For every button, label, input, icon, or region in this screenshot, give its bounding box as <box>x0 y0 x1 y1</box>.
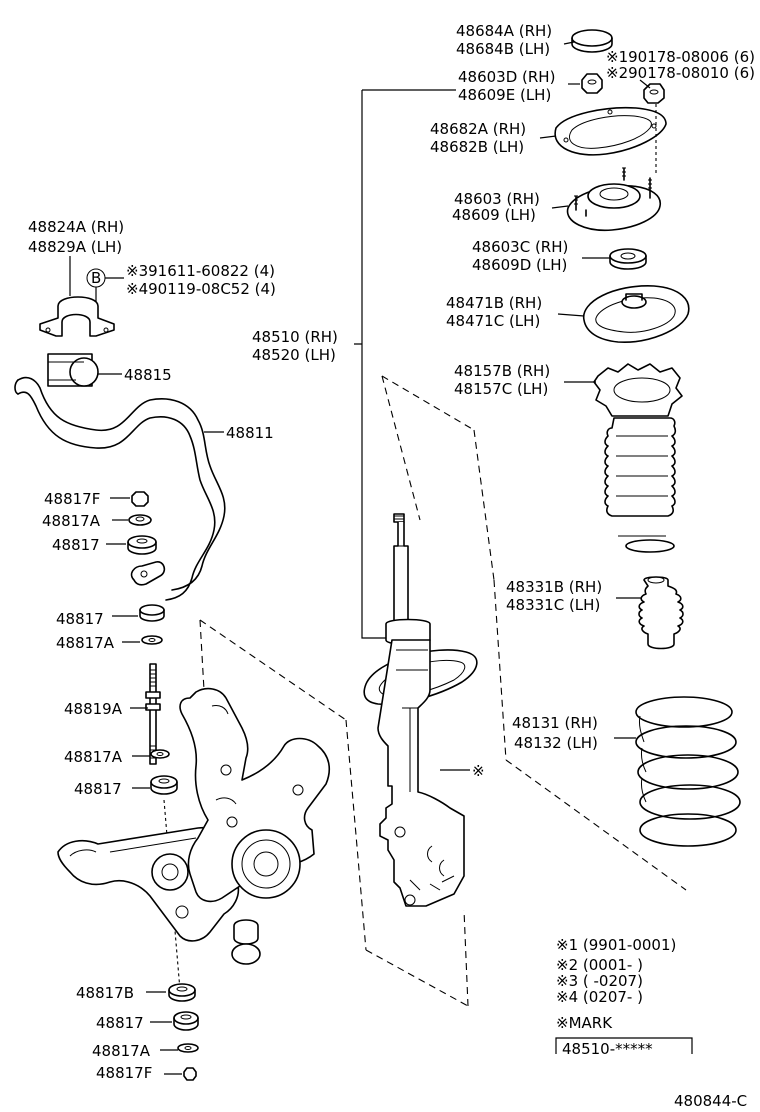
bumper-label-rh: 48331B (RH) <box>506 578 602 596</box>
dust-cap-label-lh: 48684B (LH) <box>456 40 550 58</box>
strut-nut-part[interactable] <box>581 73 603 94</box>
coil-spring-part[interactable] <box>635 696 741 847</box>
dust-cap-label-rh: 48684A (RH) <box>456 22 552 40</box>
bolt-note-1: ※391611-60822 (4) <box>126 262 275 280</box>
gasket-leader <box>539 135 557 139</box>
dust-cap-part[interactable] <box>571 29 613 53</box>
mount-label-rh: 48603 (RH) <box>454 190 540 208</box>
nut-note-1: ※190178-08006 (6) <box>606 48 755 66</box>
strut-label-lh: 48520 (LH) <box>252 346 336 364</box>
upper-link-cushion-part[interactable] <box>127 535 157 555</box>
spacer-label-lh: 48609D (LH) <box>472 256 567 274</box>
mount-leader <box>551 205 569 209</box>
gasket-label-lh: 48682B (LH) <box>430 138 524 156</box>
middle-cushion-label: 48817 <box>56 610 104 628</box>
upper-nut-label: 48817F <box>44 490 100 508</box>
lower-cushion-label: 48817 <box>74 780 122 798</box>
bumper-label-lh: 48331C (LH) <box>506 596 600 614</box>
lower-retainer-part[interactable] <box>168 983 196 1002</box>
link-lower-guide <box>163 799 181 991</box>
mark-box <box>555 1037 693 1054</box>
seat-leader <box>557 313 585 317</box>
note-1: ※1 (9901-0001) <box>556 936 676 954</box>
upper-link-washer-part[interactable] <box>128 514 152 526</box>
strut-assembly-guide <box>381 375 687 891</box>
shock-strut-part[interactable] <box>363 513 478 907</box>
strut-nut-label-lh: 48609E (LH) <box>458 86 551 104</box>
nut-note-leader <box>639 79 651 89</box>
lower-washer-label: 48817A <box>64 748 123 766</box>
boot-label-lh: 48157C (LH) <box>454 380 548 398</box>
strut-marker: ※ <box>472 762 485 780</box>
spring-spacer-part[interactable] <box>609 248 647 270</box>
nut-note-2: ※290178-08010 (6) <box>606 64 755 82</box>
b-marker: B <box>91 269 101 287</box>
link-bolt-label: 48819A <box>64 700 123 718</box>
link-upper-guide <box>199 619 347 721</box>
bottom-washer-part[interactable] <box>177 1043 199 1053</box>
strut-mount-part[interactable] <box>566 167 661 232</box>
spring-label-lh: 48132 (LH) <box>514 734 598 752</box>
strut-side-guide <box>345 719 367 951</box>
bushing-label: 48815 <box>124 366 172 384</box>
seat-label-lh: 48471C (LH) <box>446 312 540 330</box>
bracket-label-lh: 48829A (LH) <box>28 238 122 256</box>
bottom-washer-label: 48817A <box>92 1042 151 1060</box>
seat-label-rh: 48471B (RH) <box>446 294 542 312</box>
bump-stopper-part[interactable] <box>638 576 684 650</box>
spring-seat-part[interactable] <box>583 285 690 343</box>
mark-title: ※MARK <box>556 1014 613 1032</box>
stabilizer-bracket-part[interactable] <box>39 296 115 337</box>
bolt-note-2: ※490119-08C52 (4) <box>126 280 276 298</box>
mount-gasket-part[interactable] <box>554 106 667 156</box>
gasket-label-rh: 48682A (RH) <box>430 120 526 138</box>
retainer-label: 48817B <box>76 984 134 1002</box>
spring-label-rh: 48131 (RH) <box>512 714 598 732</box>
spacer-label-rh: 48603C (RH) <box>472 238 568 256</box>
dust-boot-part[interactable] <box>593 363 683 553</box>
middle-link-washer-part[interactable] <box>141 635 163 645</box>
bottom-cushion-part[interactable] <box>173 1011 199 1031</box>
boot-label-rh: 48157B (RH) <box>454 362 550 380</box>
stabilizer-bar-label: 48811 <box>226 424 274 442</box>
lower-link-washer-part[interactable] <box>150 749 170 759</box>
stabilizer-bar-part[interactable] <box>14 376 226 601</box>
stabilizer-bushing-part[interactable] <box>47 353 99 387</box>
upper-link-nut-part[interactable] <box>131 491 149 507</box>
mark-value: 48510-***** <box>562 1040 653 1058</box>
middle-washer-label: 48817A <box>56 634 115 652</box>
link-bolt-part[interactable] <box>145 663 161 765</box>
bottom-cushion-label: 48817 <box>96 1014 144 1032</box>
lower-link-cushion-part[interactable] <box>150 775 178 795</box>
bracket-label-rh: 48824A (RH) <box>28 218 124 236</box>
note-3: ※3 ( -0207) <box>556 972 643 990</box>
strut-nut-label-rh: 48603D (RH) <box>458 68 555 86</box>
strut-lower-guide <box>365 375 469 1007</box>
note-4: ※4 (0207- ) <box>556 988 643 1006</box>
note-2: ※2 (0001- ) <box>556 956 643 974</box>
middle-link-cushion-part[interactable] <box>139 604 165 622</box>
dust-cap-leader <box>563 41 575 45</box>
strut-label-rh: 48510 (RH) <box>252 328 338 346</box>
upper-washer-label: 48817A <box>42 512 101 530</box>
diagram-code: 480844-C <box>674 1092 747 1110</box>
steering-knuckle-part[interactable] <box>179 687 331 965</box>
strut-bracket-line <box>354 89 456 639</box>
flange-nut-part-right[interactable] <box>643 83 665 104</box>
upper-cushion-label: 48817 <box>52 536 100 554</box>
mount-label-lh: 48609 (LH) <box>452 206 536 224</box>
link-side-guide <box>199 619 205 691</box>
bottom-nut-label: 48817F <box>96 1064 152 1082</box>
bottom-nut-part[interactable] <box>183 1067 197 1081</box>
